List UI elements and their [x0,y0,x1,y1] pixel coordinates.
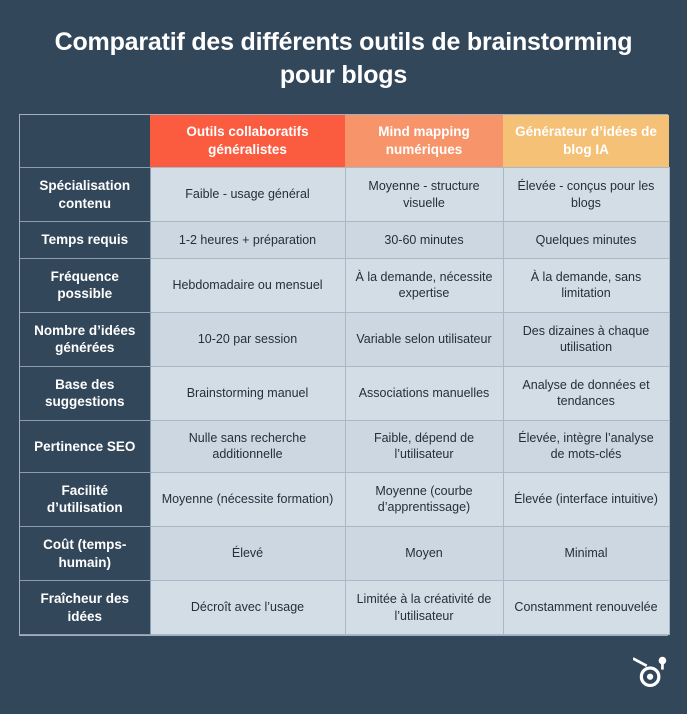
cell-frequence-possible-ai: À la demande, sans limitation [502,257,670,313]
cell-facilite-utilisation-ai: Élevée (interface intuitive) [502,471,670,528]
page-title: Comparatif des différents outils de brai… [54,28,633,89]
row-label-base-des-suggestions: Base des suggestions [20,365,151,421]
row-label-cout-temps-humain: Coût (temps-humain) [20,526,151,582]
cell-specialisation-contenu-mindmapping: Moyenne - structure visuelle [344,166,504,223]
row-label-fraicheur-des-idees: Fraîcheur des idées [20,580,151,636]
cell-specialisation-contenu-collaborative: Faible - usage général [149,166,346,223]
cell-cout-mindmapping: Moyen [344,526,504,582]
cell-base-suggestions-collaborative: Brainstorming manuel [149,365,346,421]
table-row: Fréquence possible Hebdomadaire ou mensu… [20,257,670,313]
table-corner-cell [20,115,150,168]
cell-base-suggestions-ai: Analyse de données et tendances [502,365,670,421]
table-row: Facilité d’utilisation Moyenne (nécessit… [20,471,670,528]
comparison-table-container: Outils collaboratifs généralistes Mind m… [19,114,670,637]
table-row: Temps requis 1-2 heures + préparation 30… [20,221,670,259]
cell-temps-requis-collaborative: 1-2 heures + préparation [149,221,346,259]
cell-base-suggestions-mindmapping: Associations manuelles [344,365,504,421]
table-header-row: Outils collaboratifs généralistes Mind m… [20,115,669,168]
table-row: Fraîcheur des idées Décroît avec l’usage… [20,580,670,636]
cell-temps-requis-ai: Quelques minutes [502,221,670,259]
table-row: Nombre d’idées générées 10-20 par sessio… [20,311,670,367]
cell-frequence-possible-collaborative: Hebdomadaire ou mensuel [149,257,346,313]
cell-nombre-idees-collaborative: 10-20 par session [149,311,346,367]
comparison-table: Outils collaboratifs généralistes Mind m… [20,115,670,636]
column-header-collaborative-tools: Outils collaboratifs généralistes [150,115,345,168]
table-row: Spécialisation contenu Faible - usage gé… [20,166,670,223]
table-row: Pertinence SEO Nulle sans recherche addi… [20,419,670,473]
cell-pertinence-seo-mindmapping: Faible, dépend de l’utilisateur [344,419,504,473]
row-label-specialisation-contenu: Spécialisation contenu [20,166,151,223]
cell-facilite-utilisation-mindmapping: Moyenne (courbe d’apprentissage) [344,471,504,528]
cell-fraicheur-ai: Constamment renouvelée [502,580,670,636]
table-header: Outils collaboratifs généralistes Mind m… [20,115,669,168]
cell-pertinence-seo-collaborative: Nulle sans recherche additionnelle [149,419,346,473]
cell-pertinence-seo-ai: Élevée, intègre l’analyse de mots-clés [502,419,670,473]
row-label-frequence-possible: Fréquence possible [20,257,151,313]
cell-frequence-possible-mindmapping: À la demande, nécessite expertise [344,257,504,313]
cell-fraicheur-collaborative: Décroît avec l’usage [149,580,346,636]
cell-cout-collaborative: Élevé [149,526,346,582]
table-row: Base des suggestions Brainstorming manue… [20,365,670,421]
row-label-facilite-utilisation: Facilité d’utilisation [20,471,151,528]
cell-nombre-idees-ai: Des dizaines à chaque utilisation [502,311,670,367]
cell-temps-requis-mindmapping: 30-60 minutes [344,221,504,259]
table-body: Spécialisation contenu Faible - usage gé… [20,166,670,636]
column-header-mind-mapping: Mind mapping numériques [345,115,503,168]
hubspot-sprocket-logo-icon [632,652,671,690]
cell-facilite-utilisation-collaborative: Moyenne (nécessite formation) [149,471,346,528]
cell-cout-ai: Minimal [502,526,670,582]
row-label-temps-requis: Temps requis [20,221,151,259]
row-label-nombre-idees-generees: Nombre d’idées générées [20,311,151,367]
column-header-ai-generator: Générateur d’idées de blog IA [503,115,669,168]
cell-fraicheur-mindmapping: Limitée à la créativité de l’utilisateur [344,580,504,636]
table-row: Coût (temps-humain) Élevé Moyen Minimal [20,526,670,582]
row-label-pertinence-seo: Pertinence SEO [20,419,151,473]
cell-nombre-idees-mindmapping: Variable selon utilisateur [344,311,504,367]
cell-specialisation-contenu-ai: Élevée - conçus pour les blogs [502,166,670,223]
